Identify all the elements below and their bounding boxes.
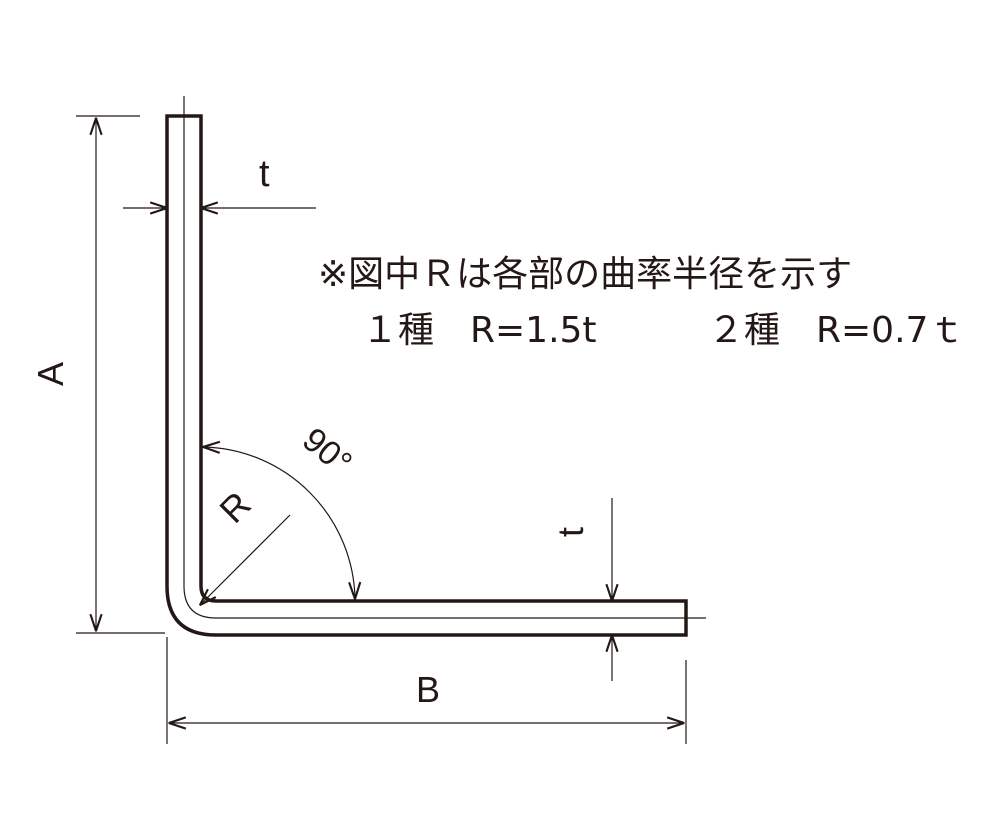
- radius-label: R: [211, 483, 258, 530]
- note-radius-definition: ※図中Ｒは各部の曲率半径を示す: [318, 254, 852, 295]
- profile-outline: [165, 114, 688, 637]
- radius-leader: [200, 514, 291, 605]
- thickness-label-horizontal: t: [550, 527, 591, 537]
- profile-centerline: [183, 96, 706, 619]
- angle-label: 90°: [295, 420, 359, 482]
- angle-arc: [203, 447, 355, 599]
- dimension-b-label: B: [416, 669, 440, 710]
- thickness-label-vertical: t: [259, 153, 270, 195]
- note-type-2: ２種 R=0.7ｔ: [708, 310, 964, 351]
- dimension-a-label: A: [30, 362, 71, 386]
- note-type-1: １種 R=1.5t: [362, 310, 597, 351]
